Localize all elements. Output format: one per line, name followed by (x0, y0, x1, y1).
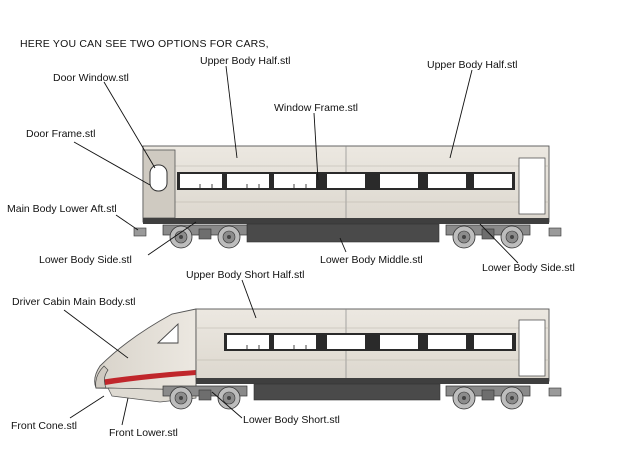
cabin-window (156, 322, 179, 344)
window-panes (180, 174, 512, 188)
label-front-cone: Front Cone.stl (11, 420, 77, 432)
label-lower-body-middle: Lower Body Middle.stl (320, 254, 423, 266)
label-door-frame: Door Frame.stl (26, 128, 96, 140)
top-car (133, 145, 562, 249)
label-lower-body-short: Lower Body Short.stl (243, 414, 340, 426)
lower-body-middle (246, 223, 440, 243)
lower-body-skirt (143, 218, 549, 224)
bottom-car (94, 308, 562, 410)
driver-cabin (94, 308, 197, 391)
label-window-frame: Window Frame.stl (274, 102, 359, 114)
label-main-body-lower-aft: Main Body Lower Aft.stl (7, 203, 117, 215)
label-upper-body-half-2: Upper Body Half.stl (427, 59, 518, 71)
label-upper-body-half-1: Upper Body Half.stl (200, 55, 291, 67)
heading-text: HERE YOU CAN SEE TWO OPTIONS FOR CARS, (20, 38, 269, 50)
red-stripe (99, 370, 196, 386)
label-upper-body-short-half: Upper Body Short Half.stl (186, 269, 305, 281)
door-window (149, 164, 168, 192)
label-lower-body-side-2: Lower Body Side.stl (482, 262, 575, 274)
right-door (518, 157, 546, 215)
label-lower-body-side-1: Lower Body Side.stl (39, 254, 132, 266)
label-front-lower: Front Lower.stl (109, 427, 178, 439)
leader-lines (63, 65, 519, 426)
bogie-right (445, 224, 531, 249)
label-driver-cabin-main-body: Driver Cabin Main Body.stl (12, 296, 136, 308)
label-door-window: Door Window.stl (53, 72, 129, 84)
lower-body-short (253, 383, 441, 401)
front-cone (95, 365, 109, 389)
